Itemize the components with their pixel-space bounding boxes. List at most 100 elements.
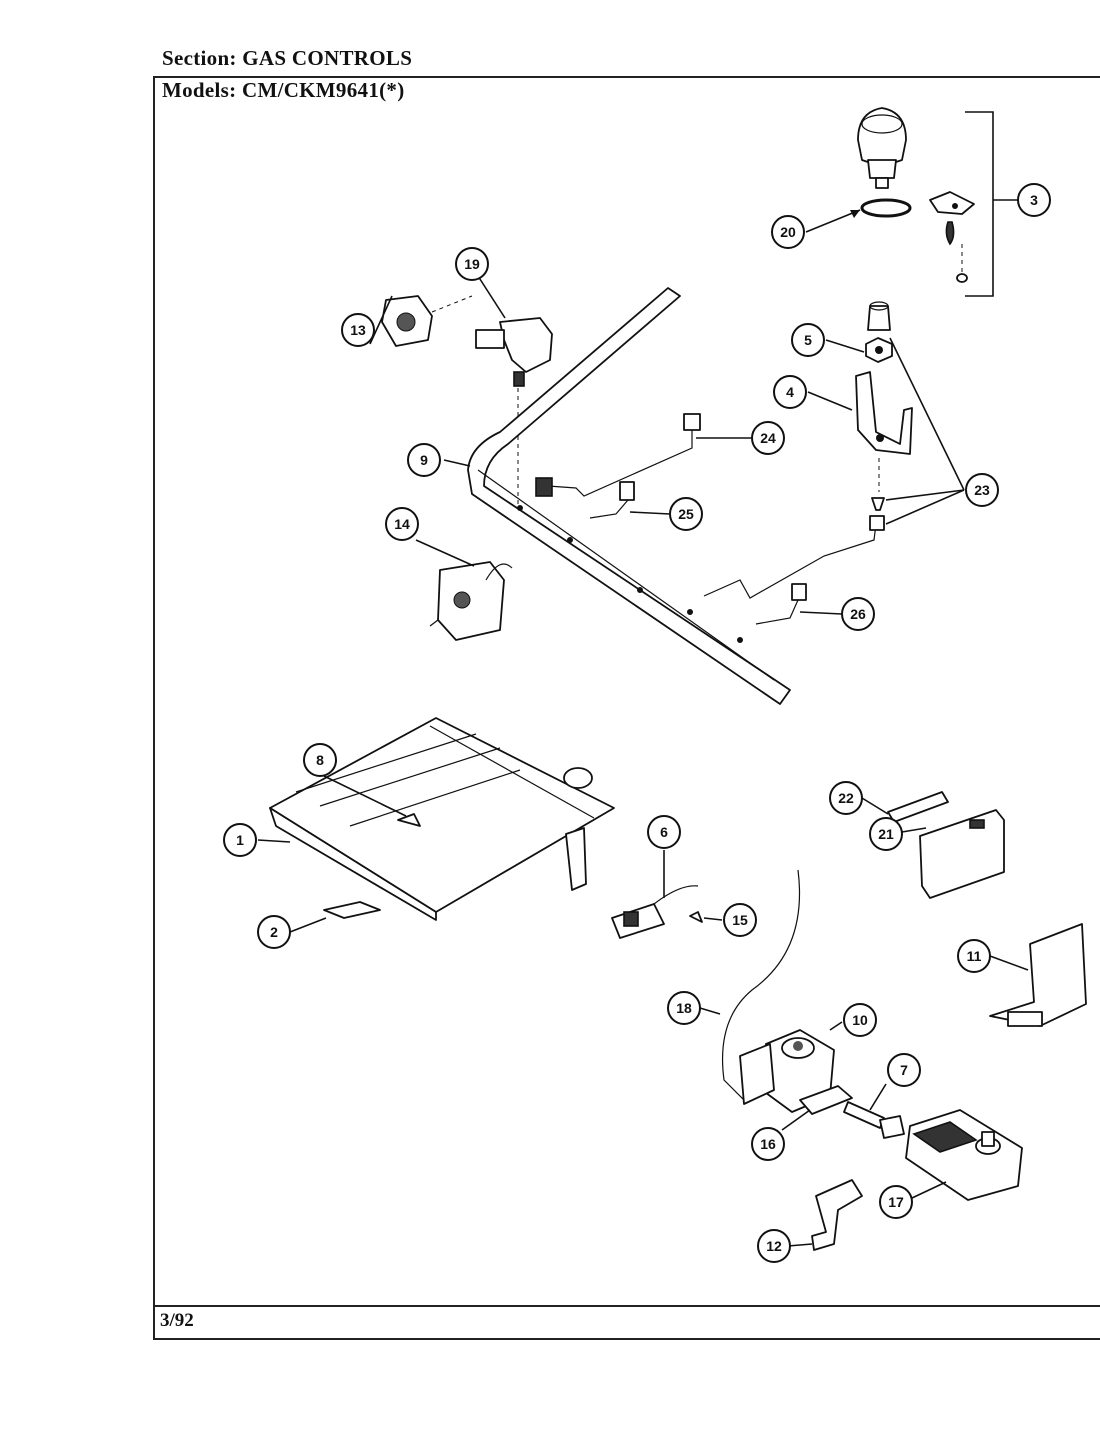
mounting-plate-part: [799, 1085, 853, 1115]
callout-circle: [385, 507, 419, 541]
callout-2: 2: [257, 915, 291, 949]
callout-number: 18: [676, 1000, 692, 1016]
burner-tube-24-part: [535, 413, 701, 497]
callout-26: 26: [841, 597, 875, 631]
callout-21: 21: [869, 817, 903, 851]
oven-switch-part: [429, 561, 513, 641]
callout-number: 6: [660, 824, 668, 840]
hex-nut-part: [865, 337, 893, 363]
callout-4: 4: [773, 375, 807, 409]
callout-circle: [957, 939, 991, 973]
callout-3: 3: [1017, 183, 1051, 217]
callout-20: 20: [771, 215, 805, 249]
callout-circle: [341, 313, 375, 347]
burner-tube-26-part: [703, 523, 877, 625]
callout-circle: [257, 915, 291, 949]
callout-number: 20: [780, 224, 796, 240]
callout-number: 25: [678, 506, 694, 522]
o-ring-part: [860, 198, 912, 218]
callout-circle: [667, 991, 701, 1025]
thermostat-valve-part: [905, 1109, 1023, 1201]
orifice-spud-part: [871, 497, 885, 511]
callout-circle: [669, 497, 703, 531]
callout-circle: [773, 375, 807, 409]
callout-circle: [647, 815, 681, 849]
igniter-screw-part: [689, 911, 703, 923]
callout-circle: [723, 903, 757, 937]
callout-number: 2: [270, 924, 278, 940]
burner-cap-part: [857, 107, 907, 189]
callout-number: 14: [394, 516, 410, 532]
callout-circle: [841, 597, 875, 631]
callout-circle: [965, 473, 999, 507]
callout-number: 13: [350, 322, 366, 338]
callout-25: 25: [669, 497, 703, 531]
diagram-frame: [153, 76, 1100, 1340]
callout-17: 17: [879, 1185, 913, 1219]
callout-5: 5: [791, 323, 825, 357]
gas-manifold-part: [467, 287, 791, 705]
callout-16: 16: [751, 1127, 785, 1161]
callout-12: 12: [757, 1229, 791, 1263]
models-label: Models:: [162, 78, 237, 102]
screw-part: [397, 813, 421, 827]
burner-housing-part: [269, 717, 615, 921]
callout-14: 14: [385, 507, 419, 541]
callout-10: 10: [843, 1003, 877, 1037]
callout-number: 3: [1030, 192, 1038, 208]
callout-number: 22: [838, 790, 854, 806]
callout-circle: [869, 817, 903, 851]
date-code: 3/92: [160, 1310, 194, 1331]
regulator-fitting-part: [843, 1101, 905, 1139]
callout-number: 12: [766, 1238, 782, 1254]
callout-number: 23: [974, 482, 990, 498]
callout-circle: [407, 443, 441, 477]
pressure-regulator-part: [739, 1029, 835, 1113]
callout-7: 7: [887, 1053, 921, 1087]
callout-23: 23: [965, 473, 999, 507]
callout-15: 15: [723, 903, 757, 937]
callout-circle: [223, 823, 257, 857]
bracket-clip-part: [929, 191, 975, 283]
callout-8: 8: [303, 743, 337, 777]
callout-number: 1: [236, 832, 244, 848]
callout-number: 24: [760, 430, 776, 446]
module-bracket-part: [887, 791, 949, 823]
footer-divider: [153, 1305, 1100, 1307]
callout-circle: [771, 215, 805, 249]
orifice-hood-part: [867, 301, 891, 331]
callout-circle: [1017, 183, 1051, 217]
group-bracket: [965, 111, 994, 297]
burner-plate-part: [323, 901, 381, 919]
callout-19: 19: [455, 247, 489, 281]
callout-1: 1: [223, 823, 257, 857]
igniter-module-part: [919, 809, 1005, 899]
mounting-bracket-part: [989, 923, 1087, 1027]
gas-line-part: [721, 869, 801, 1101]
ignition-switch-part: [381, 295, 473, 347]
callout-24: 24: [751, 421, 785, 455]
callout-number: 16: [760, 1136, 776, 1152]
section-title: Section: GAS CONTROLS: [162, 46, 412, 71]
callout-number: 5: [804, 332, 812, 348]
callout-circle: [829, 781, 863, 815]
callout-circle: [791, 323, 825, 357]
callout-circle: [879, 1185, 913, 1219]
models-value: CM/CKM9641(*): [241, 78, 405, 102]
valve-bracket-part: [811, 1179, 863, 1251]
callout-13: 13: [341, 313, 375, 347]
section-label: Section:: [162, 46, 237, 70]
callout-number: 21: [878, 826, 894, 842]
section-value: GAS CONTROLS: [242, 46, 413, 70]
orifice-bracket-part: [855, 371, 913, 455]
models-title: Models: CM/CKM9641(*): [162, 78, 405, 103]
callout-circle: [843, 1003, 877, 1037]
igniter-part: [611, 850, 699, 939]
burner-valve-part: [475, 317, 553, 510]
callout-number: 7: [900, 1062, 908, 1078]
callout-circle: [887, 1053, 921, 1087]
callout-number: 26: [850, 606, 866, 622]
callout-number: 15: [732, 912, 748, 928]
callout-circle: [303, 743, 337, 777]
